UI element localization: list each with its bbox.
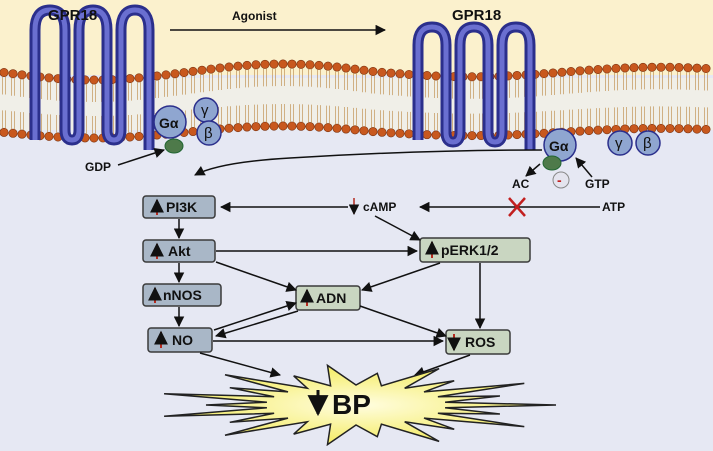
blocked-x bbox=[508, 197, 526, 217]
bp-burst: BP bbox=[164, 363, 557, 447]
svg-text:β: β bbox=[643, 135, 652, 152]
svg-text:Gα: Gα bbox=[549, 138, 569, 154]
gpr18-receptor-right bbox=[412, 21, 536, 150]
camp-label: cAMP bbox=[363, 200, 396, 214]
g-protein-right: Gα γ β - bbox=[542, 128, 661, 189]
gtp-label: GTP bbox=[585, 177, 610, 191]
g-beta-right bbox=[635, 130, 661, 156]
g-protein-left: Gα γ β bbox=[153, 97, 222, 154]
bp-label: BP bbox=[332, 389, 371, 420]
svg-text:ROS: ROS bbox=[465, 334, 495, 350]
svg-text:nNOS: nNOS bbox=[163, 287, 202, 303]
box-adn: ADN bbox=[295, 285, 361, 311]
box-perk: pERK1/2 bbox=[419, 237, 531, 263]
svg-text:NO: NO bbox=[172, 332, 193, 348]
box-no: NO bbox=[147, 327, 213, 353]
g-beta-left bbox=[196, 120, 222, 146]
box-pi3k: PI3K bbox=[142, 195, 216, 219]
no-to-bp-arrow bbox=[199, 352, 282, 378]
gtp-bead bbox=[542, 155, 562, 171]
svg-text:β: β bbox=[204, 125, 213, 142]
camp-to-perk-arrow bbox=[374, 215, 421, 241]
svg-text:γ: γ bbox=[201, 102, 209, 119]
gdp-bead bbox=[164, 138, 184, 154]
svg-text:γ: γ bbox=[615, 135, 623, 152]
g-alpha-left bbox=[153, 105, 187, 139]
inhibit-sign: - bbox=[557, 172, 562, 188]
svg-text:Gα: Gα bbox=[159, 115, 179, 131]
box-nnos: nNOS bbox=[142, 283, 222, 307]
no-to-adn-arrow bbox=[213, 300, 297, 331]
atp-label: ATP bbox=[602, 200, 625, 214]
receptor-right-label: GPR18 bbox=[452, 7, 501, 24]
svg-text:pERK1/2: pERK1/2 bbox=[441, 242, 499, 258]
gdp-arrow bbox=[117, 147, 165, 166]
adn-to-ros-arrow bbox=[359, 305, 447, 338]
receptor-left-label: GPR18 bbox=[48, 7, 97, 24]
inhibit-circle bbox=[552, 171, 570, 189]
adn-to-no-arrow bbox=[214, 310, 299, 339]
galpha-to-ac-arrow bbox=[525, 163, 541, 177]
bp-burst-shape bbox=[164, 363, 557, 447]
gdp-label: GDP bbox=[85, 160, 111, 174]
ros-to-bp-arrow bbox=[414, 354, 471, 377]
box-ros: ROS bbox=[445, 329, 511, 355]
agonist-label: Agonist bbox=[232, 9, 277, 23]
box-akt: Akt bbox=[142, 239, 216, 263]
perk-to-adn-arrow bbox=[361, 262, 441, 292]
galpha-to-pi3k-arrow bbox=[194, 149, 543, 176]
svg-text:Akt: Akt bbox=[168, 243, 191, 259]
g-gamma-right bbox=[607, 130, 633, 156]
gtp-arrow bbox=[575, 157, 593, 178]
pathway-arrows bbox=[173, 201, 486, 378]
svg-text:PI3K: PI3K bbox=[166, 199, 197, 215]
gpr18-receptor-left bbox=[29, 4, 155, 150]
ac-label: AC bbox=[512, 177, 530, 191]
svg-text:ADN: ADN bbox=[316, 290, 346, 306]
akt-to-adn-arrow bbox=[215, 261, 297, 292]
